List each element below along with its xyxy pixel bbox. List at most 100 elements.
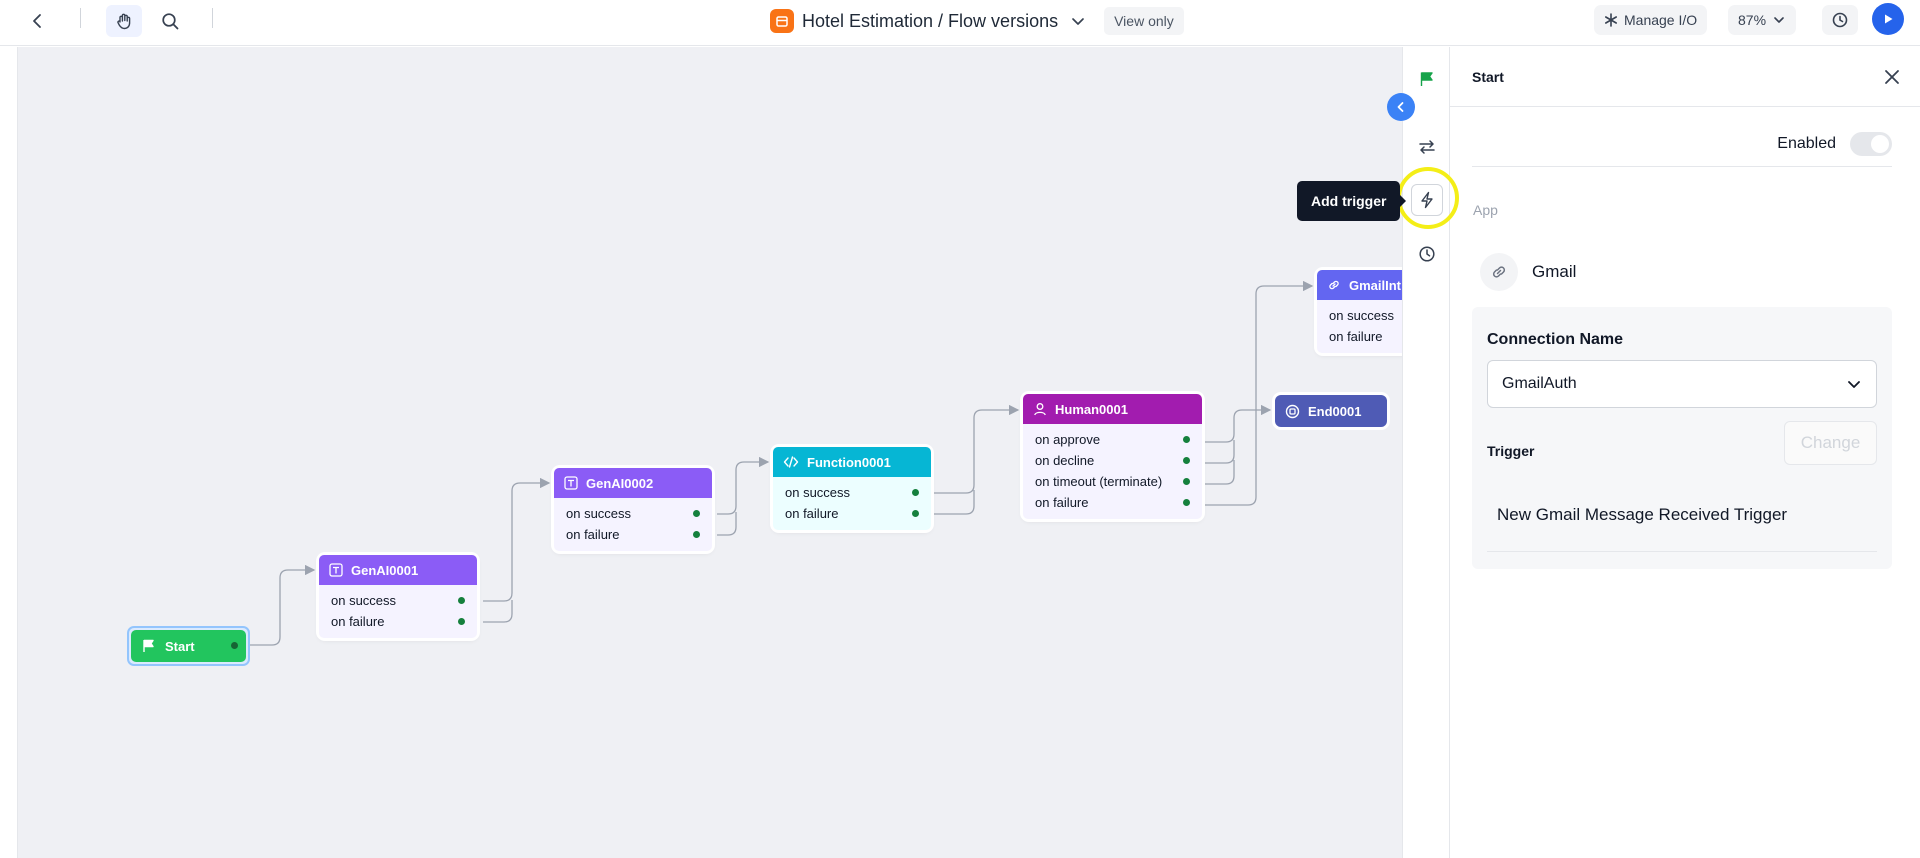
- panel-title: Start: [1472, 68, 1504, 85]
- port-row: on failure: [785, 503, 919, 524]
- pan-tool-button[interactable]: [106, 5, 142, 37]
- asterisk-icon: [1605, 13, 1617, 27]
- output-port[interactable]: [1183, 436, 1190, 443]
- change-trigger-button[interactable]: Change: [1784, 421, 1877, 465]
- port-label: on failure: [331, 614, 385, 629]
- divider: [1487, 551, 1877, 552]
- run-button[interactable]: [1872, 3, 1904, 35]
- trigger-value: New Gmail Message Received Trigger: [1497, 505, 1788, 524]
- person-icon: [1034, 403, 1046, 416]
- connection-name-label: Connection Name: [1487, 331, 1624, 348]
- enabled-toggle[interactable]: [1850, 131, 1892, 156]
- port-row: on success: [785, 482, 919, 503]
- node-header: GenAI0001: [319, 555, 477, 585]
- start-settings-tab[interactable]: [1411, 63, 1443, 95]
- port-row: on timeout (terminate): [1035, 471, 1190, 492]
- connection-value: GmailAuth: [1502, 375, 1577, 392]
- start-node-label: Start: [165, 638, 195, 654]
- port-row: on failure: [1035, 492, 1190, 513]
- start-node[interactable]: Start: [127, 626, 250, 666]
- port-label: on approve: [1035, 432, 1101, 447]
- section-label-app: App: [1473, 202, 1498, 218]
- back-arrow-icon: [33, 14, 41, 28]
- view-only-badge: View only: [1104, 7, 1184, 35]
- flag-icon: [1420, 72, 1433, 86]
- text-ai-icon: [564, 476, 578, 490]
- chevron-down-icon: [1774, 17, 1784, 23]
- app-avatar: [1480, 253, 1518, 291]
- io-mapping-tab[interactable]: [1411, 131, 1443, 163]
- manage-io-button[interactable]: Manage I/O: [1594, 5, 1708, 35]
- port-label: on failure: [566, 527, 620, 542]
- text-ai-icon: [329, 563, 343, 577]
- port-row: on success: [566, 503, 700, 524]
- end-node[interactable]: End0001: [1275, 395, 1387, 427]
- node-genai0002[interactable]: GenAI0002 on success on failure: [554, 468, 712, 551]
- port-row: on decline: [1035, 450, 1190, 471]
- output-port[interactable]: [1183, 457, 1190, 464]
- node-ports: on success on failure: [554, 498, 712, 551]
- node-title: Function0001: [807, 454, 891, 470]
- end-node-label: End0001: [1308, 403, 1362, 419]
- node-human0001[interactable]: Human0001 on approve on decline on timeo…: [1023, 394, 1202, 519]
- port-label: on success: [331, 593, 397, 608]
- hand-icon: [117, 13, 131, 30]
- zoom-select[interactable]: 87%: [1728, 5, 1797, 35]
- link-icon: [1492, 266, 1506, 278]
- lightning-icon: [1421, 191, 1433, 209]
- search-button[interactable]: [152, 5, 188, 37]
- properties-panel: Start Enabled App Gmail Connection Name …: [1450, 47, 1920, 858]
- output-port[interactable]: [231, 642, 238, 649]
- connection-select[interactable]: GmailAuth: [1487, 360, 1877, 408]
- top-bar: Hotel Estimation / Flow versions View on…: [0, 0, 1920, 46]
- left-gutter: [0, 47, 18, 858]
- output-port[interactable]: [912, 510, 919, 517]
- node-header: Human0001: [1023, 394, 1202, 424]
- node-genai0001[interactable]: GenAI0001 on success on failure: [319, 555, 477, 638]
- version-dropdown[interactable]: [1070, 13, 1086, 29]
- node-title: Human0001: [1055, 401, 1128, 417]
- port-label: on failure: [1035, 495, 1089, 510]
- back-button[interactable]: [20, 5, 56, 37]
- code-icon: [783, 456, 799, 468]
- app-row: Gmail: [1480, 253, 1576, 291]
- history-button[interactable]: [1822, 5, 1858, 35]
- output-port[interactable]: [1183, 499, 1190, 506]
- swap-arrows-icon: [1419, 140, 1435, 154]
- panel-header: Start: [1450, 47, 1920, 107]
- port-label: on failure: [785, 506, 839, 521]
- port-row: on failure: [566, 524, 700, 545]
- port-label: on decline: [1035, 453, 1095, 468]
- enabled-label: Enabled: [1777, 134, 1836, 152]
- app-icon: [770, 9, 794, 33]
- node-title: GenAI0001: [351, 562, 419, 578]
- toolbar-divider: [80, 8, 81, 28]
- output-port[interactable]: [693, 510, 700, 517]
- output-port[interactable]: [693, 531, 700, 538]
- output-port[interactable]: [458, 618, 465, 625]
- output-port[interactable]: [458, 597, 465, 604]
- start-node-body: Start: [131, 630, 246, 662]
- flag-icon: [143, 639, 154, 652]
- port-label: on success: [566, 506, 632, 521]
- port-row: on approve: [1035, 429, 1190, 450]
- play-icon: [1885, 14, 1893, 24]
- node-function0001[interactable]: Function0001 on success on failure: [773, 447, 931, 530]
- collapse-panel-button[interactable]: [1387, 93, 1415, 121]
- toolbar-divider: [212, 8, 213, 28]
- trigger-label: Trigger: [1487, 443, 1535, 459]
- port-label: on success: [785, 485, 851, 500]
- clock-icon: [1419, 246, 1435, 262]
- schedule-tab[interactable]: [1411, 238, 1443, 270]
- chevron-down-icon: [1848, 381, 1860, 388]
- add-trigger-tab[interactable]: [1411, 184, 1443, 216]
- port-label: on success: [1329, 308, 1395, 323]
- add-trigger-tooltip: Add trigger: [1297, 181, 1407, 221]
- output-port[interactable]: [1183, 478, 1190, 485]
- close-panel-button[interactable]: [1878, 63, 1906, 91]
- manage-io-label: Manage I/O: [1624, 12, 1698, 28]
- panel-icon-rail: [1402, 47, 1450, 858]
- output-port[interactable]: [912, 489, 919, 496]
- search-icon: [161, 12, 178, 29]
- app-name: Gmail: [1532, 262, 1577, 281]
